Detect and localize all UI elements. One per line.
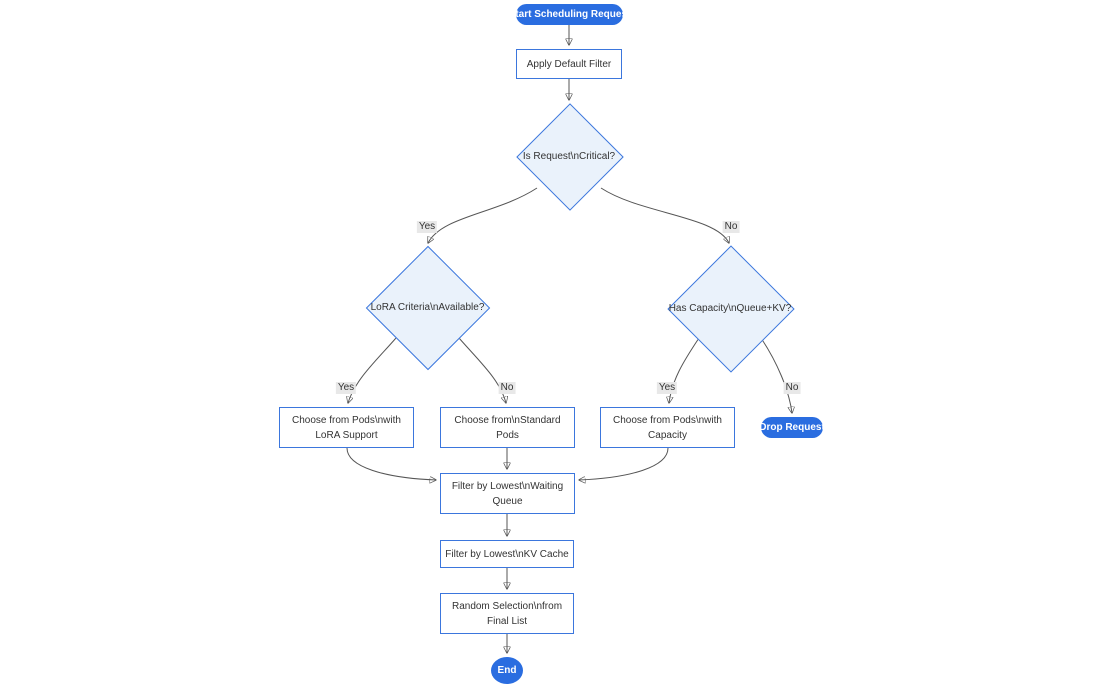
node-choose-pods-capacity-line1: Choose from Pods\nwith (613, 414, 722, 426)
node-start: Start Scheduling Request (509, 4, 630, 25)
node-drop-request-label: Drop Request (759, 422, 825, 433)
node-filter-lowest-waiting-queue: Filter by Lowest\nWaiting Queue (440, 473, 575, 514)
edge-capacitypods-to-filterqueue (579, 447, 669, 480)
node-drop-request: Drop Request (759, 417, 825, 438)
edge-critical-no (600, 187, 729, 243)
node-end-label: End (497, 665, 517, 676)
node-choose-standard-pods-line2: Pods (496, 429, 519, 441)
edge-label-capacity-yes: Yes (656, 382, 678, 394)
edge-label-critical-yes: Yes (416, 221, 438, 233)
edge-capacity-no (760, 337, 792, 413)
node-filter-lowest-waiting-queue-line2: Queue (492, 495, 523, 507)
node-choose-pods-lora: Choose from Pods\nwith LoRA Support (279, 407, 414, 448)
node-has-capacity-queue-kv-label: Has Capacity\nQueue+KV? (668, 302, 792, 314)
node-filter-lowest-kv-cache-label: Filter by Lowest\nKV Cache (445, 548, 569, 560)
node-has-capacity-queue-kv: Has Capacity\nQueue+KV? (667, 245, 795, 373)
node-is-request-critical: Is Request\nCritical? (516, 103, 624, 211)
node-end: End (491, 657, 523, 684)
node-choose-pods-capacity: Choose from Pods\nwith Capacity (600, 407, 735, 448)
node-choose-pods-lora-line2: LoRA Support (315, 429, 378, 441)
node-random-selection: Random Selection\nfrom Final List (440, 593, 574, 634)
node-filter-lowest-waiting-queue-line1: Filter by Lowest\nWaiting (451, 480, 564, 492)
edge-label-capacity-no: No (783, 382, 801, 394)
node-choose-standard-pods: Choose from\nStandard Pods (440, 407, 575, 448)
node-choose-pods-capacity-line2: Capacity (648, 429, 687, 441)
node-lora-criteria-available: LoRA Criteria\nAvailable? (365, 245, 491, 371)
node-random-selection-line2: Final List (486, 615, 527, 627)
node-random-selection-line1: Random Selection\nfrom (451, 600, 563, 612)
node-apply-default-filter: Apply Default Filter (516, 49, 622, 79)
node-lora-criteria-available-label: LoRA Criteria\nAvailable? (370, 302, 485, 313)
edge-lora-no (458, 337, 506, 403)
node-choose-pods-lora-line1: Choose from Pods\nwith (292, 414, 401, 426)
node-choose-standard-pods-line1: Choose from\nStandard (454, 414, 561, 426)
edge-lora-to-filterqueue (346, 447, 436, 480)
edge-critical-yes (428, 187, 538, 243)
edge-capacity-yes (669, 337, 700, 403)
node-apply-default-filter-label: Apply Default Filter (526, 58, 612, 70)
edge-label-lora-yes: Yes (335, 382, 357, 394)
node-start-label: Start Scheduling Request (508, 9, 631, 20)
edge-label-critical-no: No (722, 221, 740, 233)
edge-label-lora-no: No (498, 382, 516, 394)
node-is-request-critical-label: Is Request\nCritical? (522, 150, 616, 162)
edge-lora-yes (348, 337, 397, 403)
node-filter-lowest-kv-cache: Filter by Lowest\nKV Cache (440, 540, 574, 568)
